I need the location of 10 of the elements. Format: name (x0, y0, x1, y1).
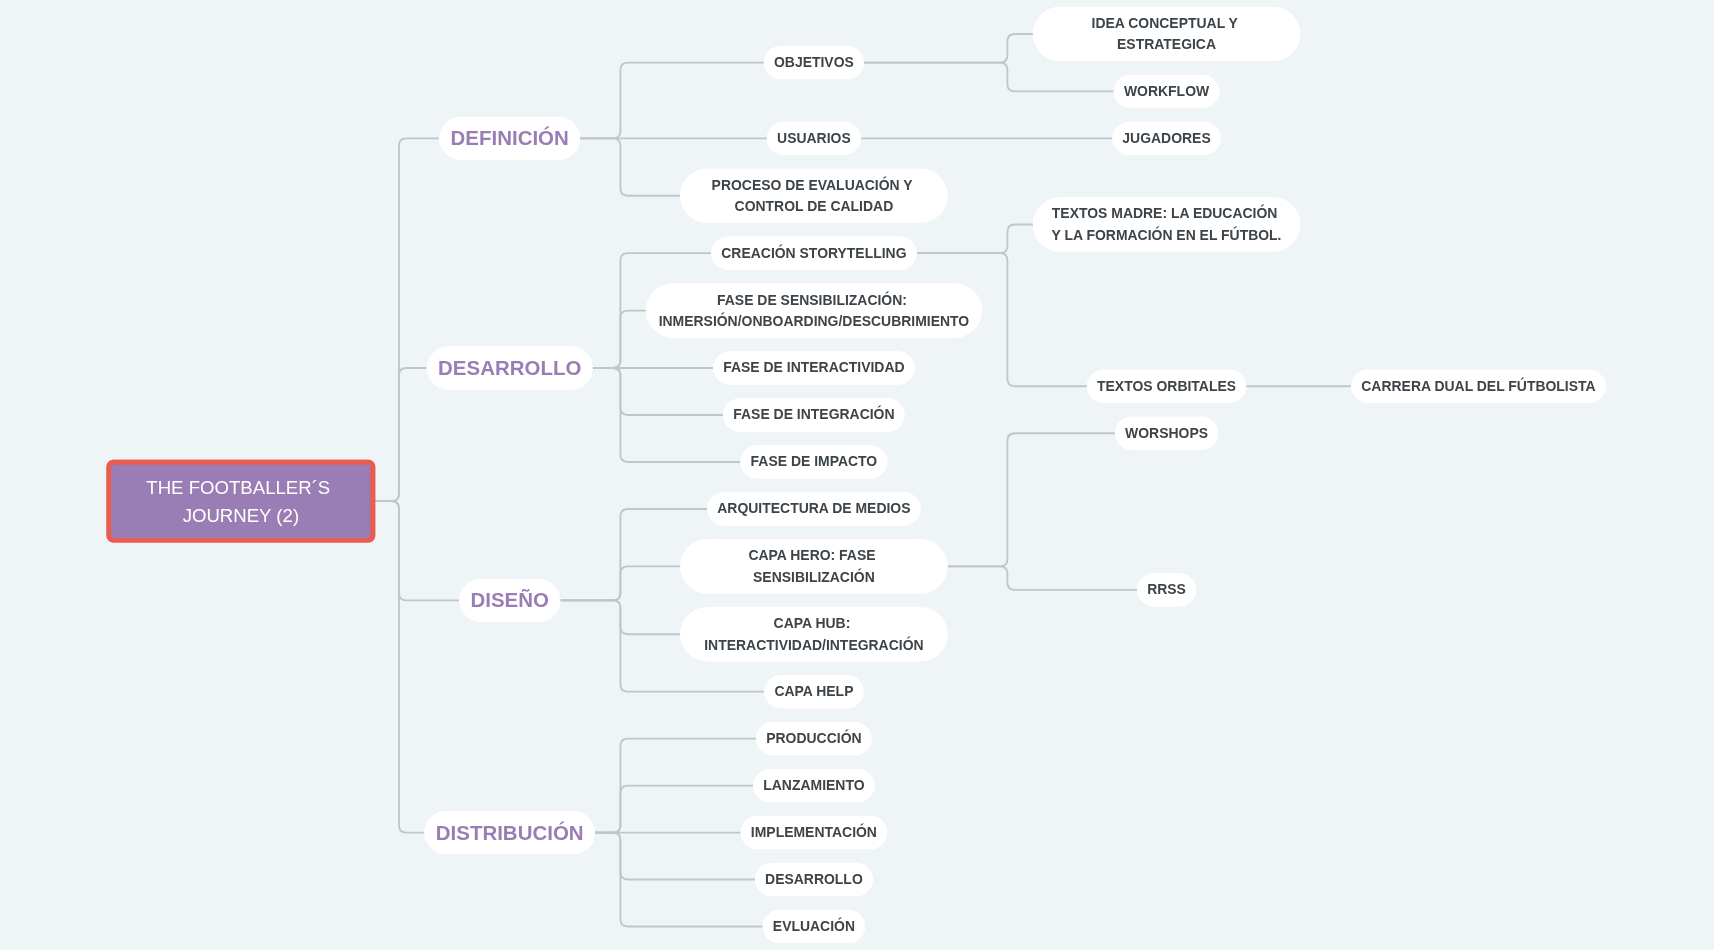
connector (372, 500, 426, 834)
connector (859, 137, 1114, 140)
connector (946, 565, 1139, 591)
connector (915, 252, 1089, 388)
connector (862, 61, 1116, 93)
connector (558, 599, 766, 693)
connector (1244, 385, 1353, 388)
connector (593, 831, 765, 928)
connector (578, 137, 682, 197)
connector (591, 367, 742, 463)
